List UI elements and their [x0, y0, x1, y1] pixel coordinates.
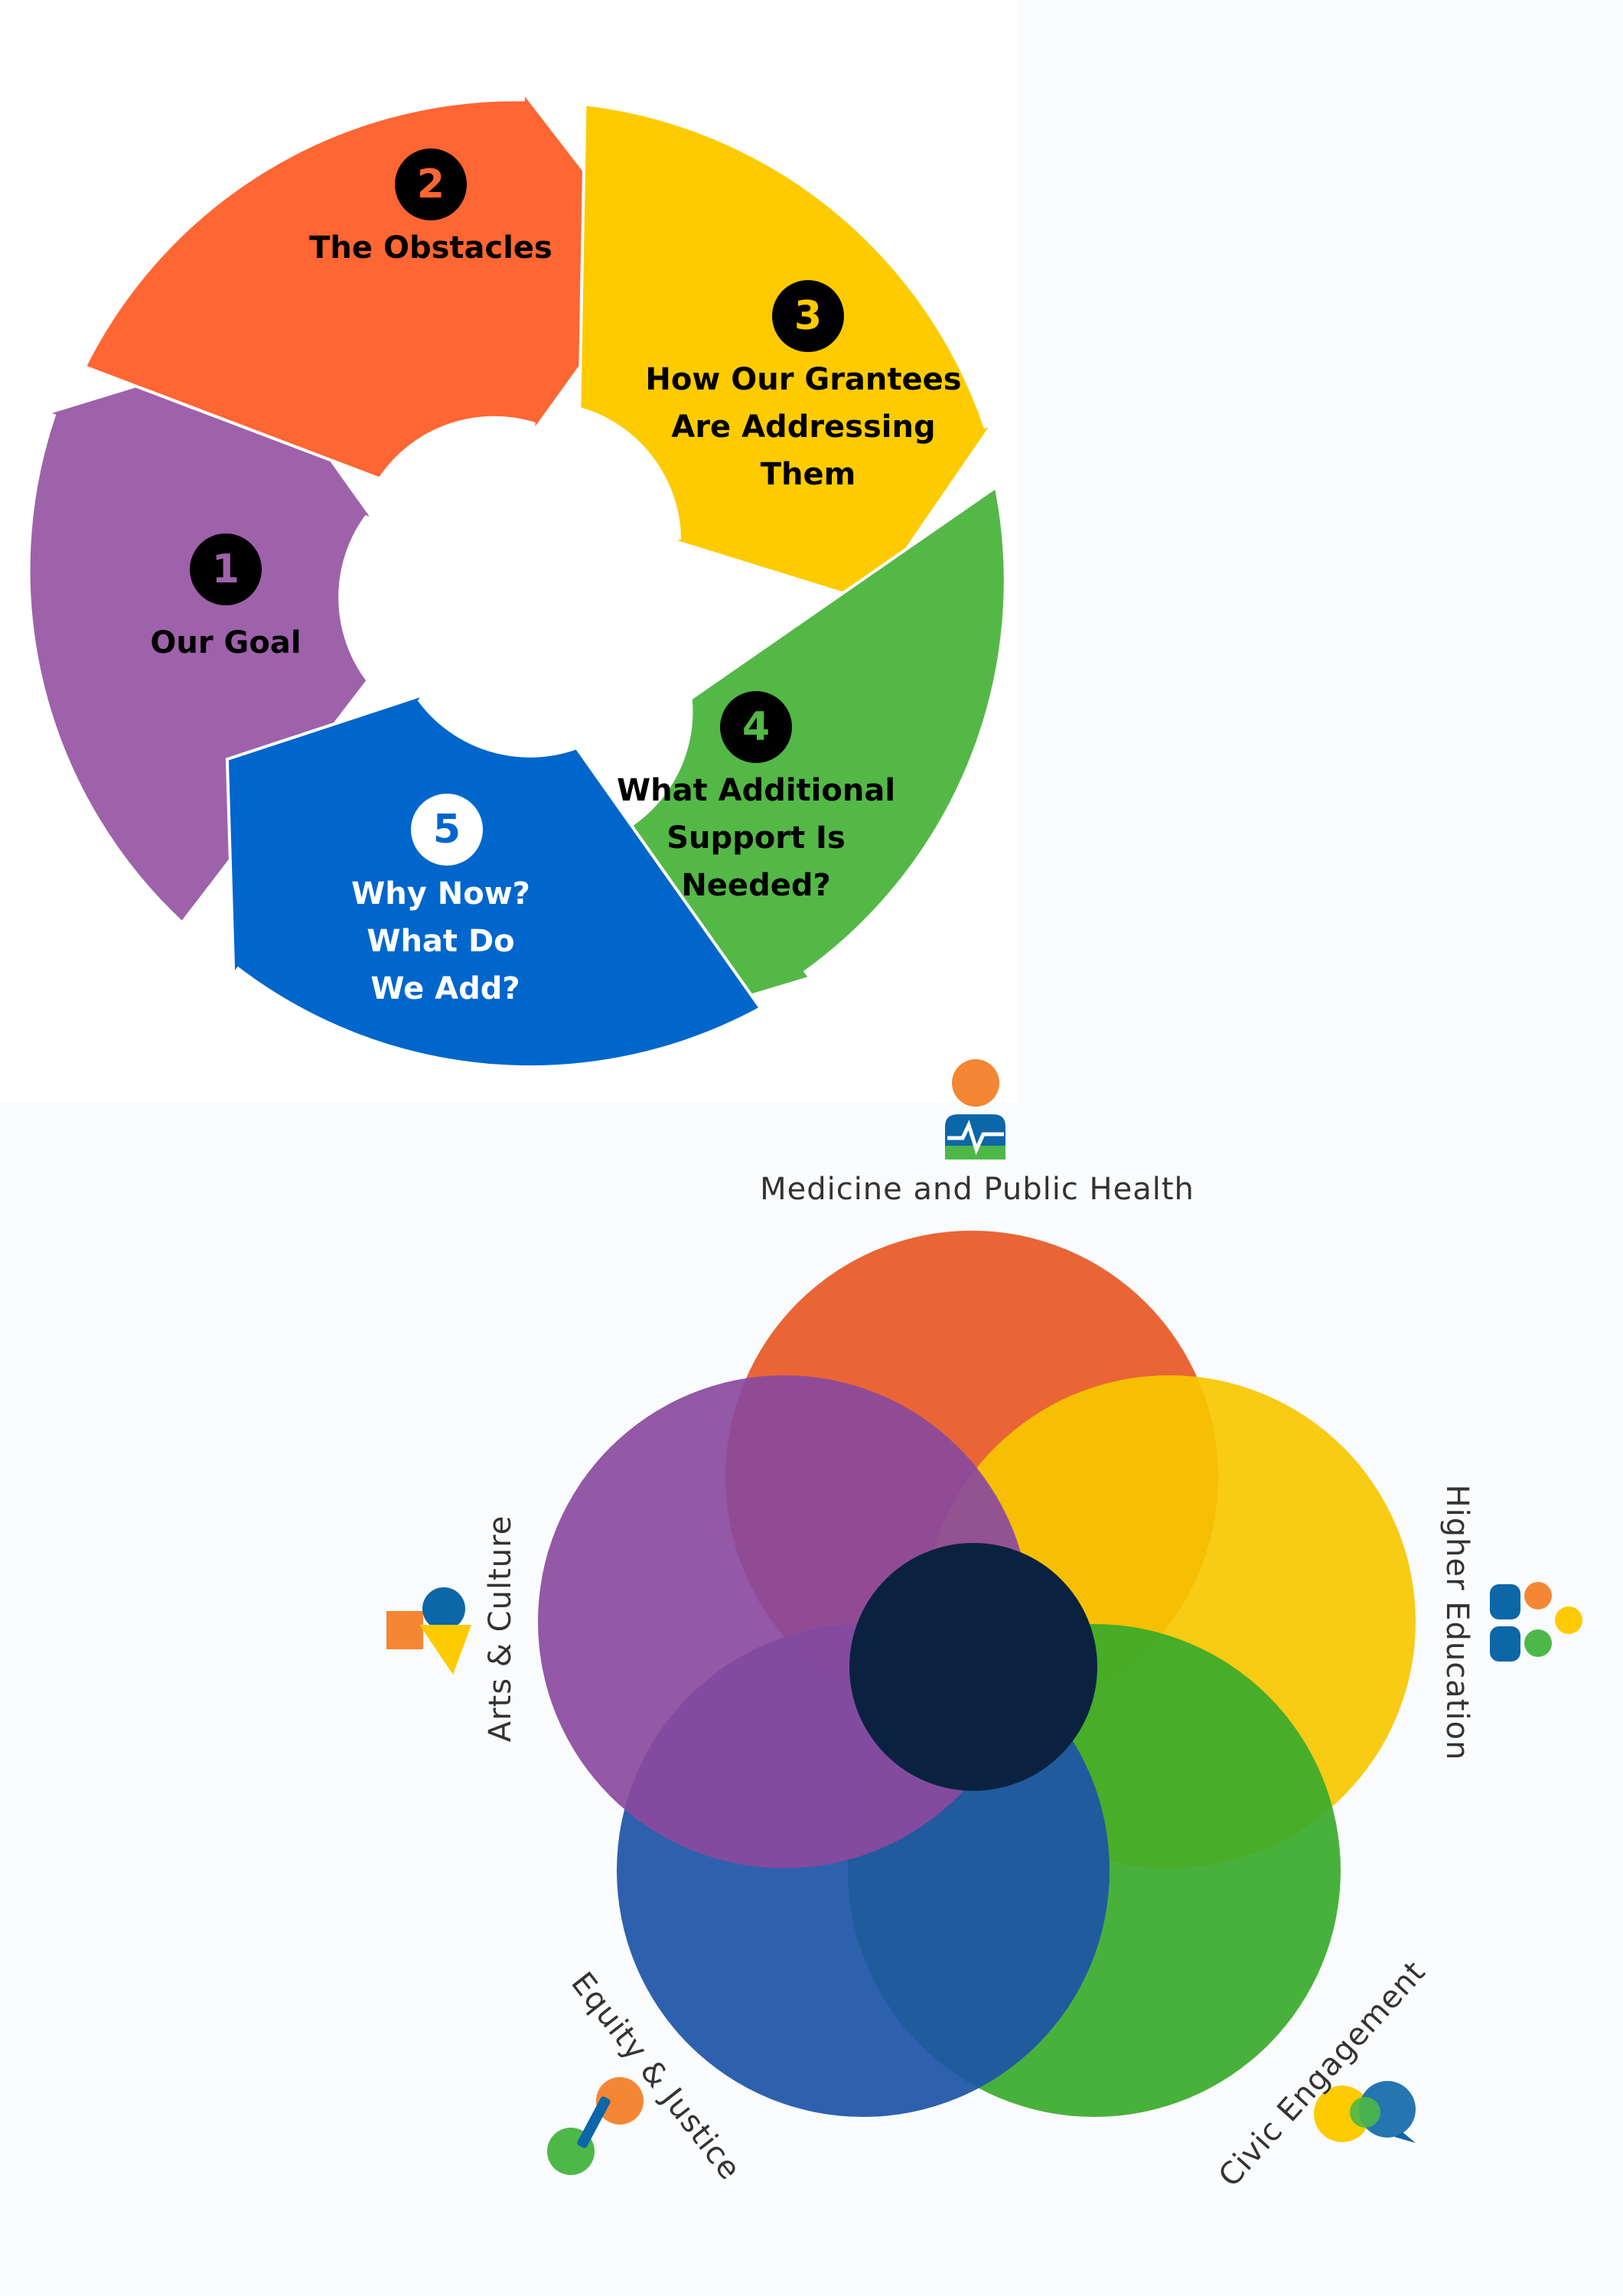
- cycle-diagram: 1 Our Goal 2 The Obstacles 3 How Our Gra…: [27, 87, 1007, 1069]
- dots-and-bar-icon: [547, 2077, 644, 2175]
- area-label-civic-engagement: Civic Engagement: [1212, 1955, 1432, 2194]
- segment-additional-support: [600, 484, 1007, 1042]
- step-number-badge: [720, 691, 792, 763]
- step-number-badge: [411, 794, 483, 866]
- step-label: Are Addressing: [671, 409, 935, 445]
- step-label: The Obstacles: [309, 230, 552, 266]
- step-number: 3: [794, 293, 822, 339]
- step-label: Needed?: [681, 868, 830, 903]
- area-label-medicine-public-health: Medicine and Public Health: [760, 1172, 1194, 1207]
- speech-bubbles-icon: [1314, 2081, 1416, 2143]
- circle-equity-justice: [617, 1624, 1110, 2117]
- step-number: 4: [742, 704, 770, 750]
- step-number: 2: [417, 161, 445, 207]
- segment-why-now: [225, 691, 763, 1069]
- step-label: Our Goal: [150, 625, 301, 660]
- blocks-and-dots-icon: [1490, 1582, 1582, 1662]
- step-label: How Our Grantees: [645, 362, 961, 397]
- step-number-badge: [395, 148, 467, 220]
- area-label-higher-education: Higher Education: [1439, 1485, 1475, 1761]
- step-number-badge: [190, 533, 262, 605]
- area-label-arts-culture: Arts & Culture: [483, 1515, 518, 1743]
- segment-how-our-grantees: [578, 102, 996, 604]
- step-label: Them: [761, 457, 856, 492]
- venn-circles: [538, 1231, 1416, 2117]
- circle-medicine-public-health: [725, 1231, 1218, 1724]
- step-label: What Additional: [617, 773, 895, 808]
- circle-civic-engagement: [848, 1624, 1341, 2117]
- step-label: What Do: [367, 924, 514, 959]
- cycle-panel: 1 Our Goal 2 The Obstacles 3 How Our Gra…: [0, 0, 1018, 1102]
- step-label: Support Is: [666, 820, 846, 856]
- venn-center: [849, 1543, 1097, 1791]
- circle-higher-education: [923, 1375, 1416, 1868]
- step-number: 5: [433, 807, 461, 853]
- circle-arts-culture: [538, 1375, 1031, 1868]
- cycle-center-hole: [379, 452, 639, 712]
- step-label: Why Now?: [351, 876, 530, 912]
- shapes-icon: [386, 1587, 471, 1675]
- area-label-equity-justice: Equity & Justice: [564, 1966, 748, 2187]
- step-number-badge: [772, 280, 844, 352]
- step-number: 1: [212, 546, 240, 592]
- step-label: We Add?: [370, 971, 520, 1006]
- segment-the-obstacles: [83, 87, 657, 481]
